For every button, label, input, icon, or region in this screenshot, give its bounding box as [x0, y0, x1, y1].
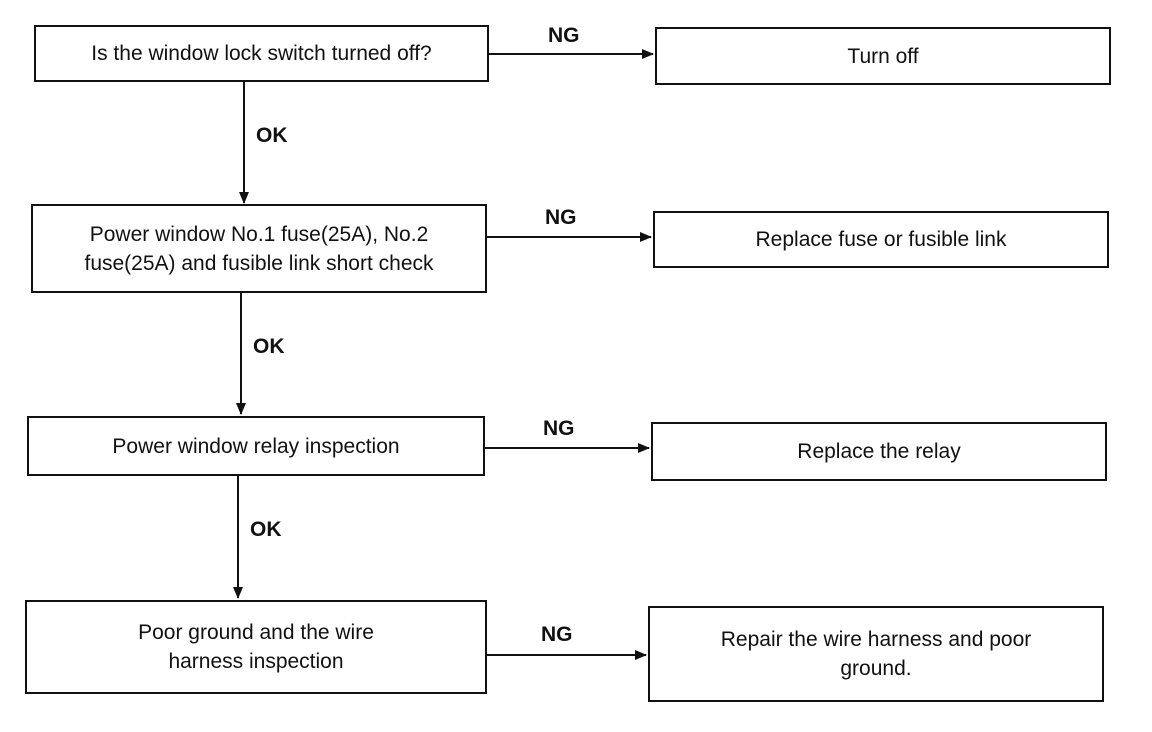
action-text-replace-relay: Replace the relay: [797, 440, 961, 463]
ok-label-1: OK: [256, 124, 288, 147]
check-box-window-lock: Is the window lock switch turned off?: [34, 25, 489, 82]
check-text-fuse: Power window No.1 fuse(25A), No.2 fuse(2…: [84, 222, 434, 275]
ok-label-3: OK: [250, 518, 282, 541]
action-box-repair-harness: Repair the wire harness and poor ground.: [648, 606, 1104, 702]
ng-label-3: NG: [543, 417, 575, 440]
action-box-turn-off: Turn off: [655, 27, 1111, 85]
check-text-relay: Power window relay inspection: [112, 434, 400, 458]
check-text-window-lock: Is the window lock switch turned off?: [91, 42, 432, 65]
ng-label-2: NG: [545, 206, 577, 229]
action-box-replace-relay: Replace the relay: [651, 422, 1107, 481]
check-text-ground-harness: Poor ground and the wire harness inspect…: [138, 621, 374, 673]
action-text-repair-harness: Repair the wire harness and poor ground.: [720, 628, 1032, 680]
action-text-turn-off: Turn off: [847, 44, 919, 68]
action-box-replace-fuse: Replace fuse or fusible link: [653, 211, 1109, 268]
check-box-relay: Power window relay inspection: [27, 416, 485, 476]
ng-label-1: NG: [548, 24, 580, 47]
check-box-ground-harness: Poor ground and the wire harness inspect…: [25, 600, 487, 694]
ok-label-2: OK: [253, 335, 285, 358]
ng-label-4: NG: [541, 623, 573, 646]
action-text-replace-fuse: Replace fuse or fusible link: [755, 228, 1007, 251]
check-box-fuse: Power window No.1 fuse(25A), No.2 fuse(2…: [31, 204, 487, 293]
